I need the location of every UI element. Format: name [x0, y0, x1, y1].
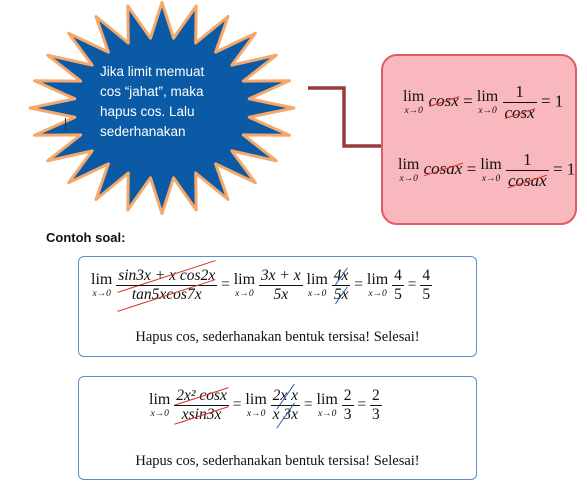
fraction: 2 3 — [341, 387, 354, 423]
section-label: Contoh soal: — [46, 230, 126, 245]
limit-operator: lim x→0 — [480, 155, 502, 184]
example-1-equation: lim x→0 sin3x + x cos2x tan5xcos7x = lim… — [91, 267, 433, 303]
fraction: 1 cosx — [502, 82, 537, 122]
limit-operator: lim x→0 — [398, 155, 420, 184]
fraction: sin3x + x cos2x tan5xcos7x — [116, 267, 218, 303]
struck-term: cosax — [423, 159, 463, 179]
fraction: 2 3 — [370, 387, 382, 423]
connector-line — [308, 86, 382, 148]
limit-operator: lim x→0 — [91, 270, 113, 299]
example-1-note: Hapus cos, sederhanakan bentuk tersisa! … — [135, 329, 420, 345]
example-2-equation: lim x→0 2x² cosx xsin3x = lim x→0 2x x x… — [149, 387, 382, 423]
starburst-shape — [28, 0, 296, 215]
limit-operator: lim x→0 — [316, 390, 338, 419]
callout-line: sederhanakan — [100, 124, 186, 139]
limit-operator: lim x→0 — [366, 270, 389, 299]
limit-operator: lim x→0 — [306, 270, 328, 299]
example-2-note: Hapus cos, sederhanakan bentuk tersisa! … — [135, 453, 420, 469]
fraction: 4 5 — [392, 267, 404, 303]
struck-term: cosx — [428, 91, 459, 111]
callout-line: Jika limit memuat — [100, 64, 205, 79]
example-box-2: lim x→0 2x² cosx xsin3x = lim x→0 2x x x… — [78, 376, 477, 480]
callout-line: cos “jahat”, maka — [100, 84, 204, 99]
rule-row-2: lim x→0 cosax = lim x→0 1 cosax = 1 — [398, 150, 576, 190]
callout-text: Jika limit memuat cos “jahat”, maka hapu… — [100, 62, 235, 142]
fraction: 3x + x 5x — [258, 267, 303, 303]
limit-operator: lim x→0 — [149, 390, 171, 419]
fraction: 2x² cosx xsin3x — [174, 387, 229, 423]
limit-operator: lim x→0 — [245, 390, 267, 419]
rule-row-1: lim x→0 cosx = lim x→0 1 cosx = 1 — [403, 82, 564, 122]
limit-operator: lim x→0 — [403, 87, 425, 116]
fraction: 1 cosax — [506, 150, 549, 190]
example-box-1: lim x→0 sin3x + x cos2x tan5xcos7x = lim… — [78, 256, 477, 357]
fraction: 4 5 — [420, 267, 433, 303]
limit-operator: lim x→0 — [233, 270, 256, 299]
text-cursor-icon — [65, 118, 66, 130]
limit-operator: lim x→0 — [476, 87, 499, 116]
rule-box: lim x→0 cosx = lim x→0 1 cosx = 1 lim x→… — [381, 54, 577, 225]
callout-line: hapus cos. Lalu — [100, 104, 195, 119]
fraction: 4x 5x — [331, 267, 351, 303]
fraction: 2x x x 3x — [270, 387, 301, 423]
